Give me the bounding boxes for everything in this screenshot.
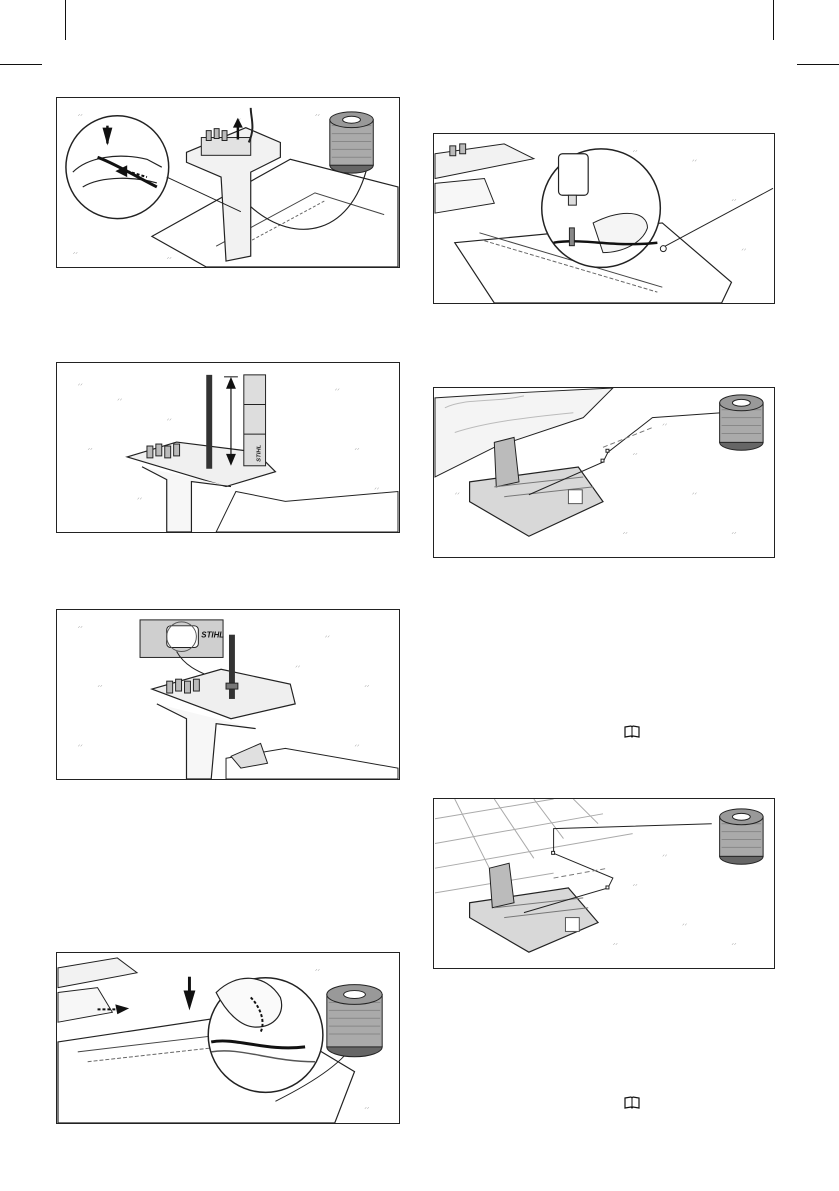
svg-text:ᐟᐟ: ᐟᐟ xyxy=(137,496,143,503)
open-book-icon xyxy=(624,1096,640,1109)
svg-text:ᐟᐟ: ᐟᐟ xyxy=(455,492,461,499)
svg-text:ᐟᐟ: ᐟᐟ xyxy=(167,417,173,424)
wire-spool-icon xyxy=(720,809,763,864)
svg-text:ᐟᐟ: ᐟᐟ xyxy=(633,452,639,459)
illustration: ᐟᐟ ᐟᐟ ᐟᐟ ᐟᐟ ᐟᐟ ᐟᐟ xyxy=(434,388,774,557)
crop-mark-top-right-h xyxy=(797,64,839,65)
svg-text:ᐟᐟ: ᐟᐟ xyxy=(78,625,84,632)
crop-mark-top-right-v xyxy=(773,0,774,40)
svg-text:ᐟᐟ: ᐟᐟ xyxy=(682,922,688,929)
svg-text:ᐟᐟ: ᐟᐟ xyxy=(335,388,341,395)
svg-text:ᐟᐟ: ᐟᐟ xyxy=(692,492,698,499)
illustration: ᐟᐟ ᐟᐟ ᐟᐟ ᐟᐟ ᐟᐟ xyxy=(434,799,774,968)
svg-text:ᐟᐟ: ᐟᐟ xyxy=(731,198,737,205)
svg-text:ᐟᐟ: ᐟᐟ xyxy=(633,883,639,890)
svg-text:ᐟᐟ: ᐟᐟ xyxy=(633,149,639,156)
crop-mark-top-left-v xyxy=(65,0,66,40)
svg-text:ᐟᐟ: ᐟᐟ xyxy=(73,251,79,258)
wire-spool-icon xyxy=(327,985,382,1057)
stihl-label-icon: STIHL xyxy=(257,444,263,461)
peg-icon xyxy=(569,228,574,246)
svg-text:ᐟᐟ: ᐟᐟ xyxy=(731,942,737,949)
arrow-right-icon xyxy=(115,1004,129,1014)
hammer-icon xyxy=(559,154,589,196)
svg-text:ᐟᐟ: ᐟᐟ xyxy=(78,113,84,120)
svg-text:ᐟᐟ: ᐟᐟ xyxy=(364,1106,370,1113)
stihl-label-icon: STIHL xyxy=(201,631,224,640)
svg-text:ᐟᐟ: ᐟᐟ xyxy=(325,635,331,642)
svg-text:ᐟᐟ: ᐟᐟ xyxy=(662,423,668,430)
svg-text:ᐟᐟ: ᐟᐟ xyxy=(355,447,361,454)
svg-text:ᐟᐟ: ᐟᐟ xyxy=(167,256,173,263)
svg-text:ᐟᐟ: ᐟᐟ xyxy=(78,383,84,390)
svg-text:ᐟᐟ: ᐟᐟ xyxy=(374,486,380,493)
svg-text:ᐟᐟ: ᐟᐟ xyxy=(692,159,698,166)
svg-text:ᐟᐟ: ᐟᐟ xyxy=(295,664,301,671)
svg-text:ᐟᐟ: ᐟᐟ xyxy=(364,684,370,691)
svg-text:ᐟᐟ: ᐟᐟ xyxy=(78,743,84,750)
svg-text:ᐟᐟ: ᐟᐟ xyxy=(741,248,747,255)
svg-text:ᐟᐟ: ᐟᐟ xyxy=(117,398,123,405)
figure-lay-wire-wall: ᐟᐟ ᐟᐟ ᐟᐟ ᐟᐟ ᐟᐟ ᐟᐟ xyxy=(433,387,775,558)
figure-wire-label: ᐟᐟ ᐟᐟ ᐟᐟ ᐟᐟ ᐟᐟ ᐟᐟ ᐟᐟ STIHL xyxy=(56,609,400,780)
svg-text:ᐟᐟ: ᐟᐟ xyxy=(623,531,629,538)
svg-text:ᐟᐟ: ᐟᐟ xyxy=(613,942,619,949)
svg-text:ᐟᐟ: ᐟᐟ xyxy=(731,531,737,538)
crop-mark-top-left-h xyxy=(0,64,42,65)
svg-text:ᐟᐟ: ᐟᐟ xyxy=(355,743,361,750)
svg-text:ᐟᐟ: ᐟᐟ xyxy=(98,684,104,691)
svg-text:ᐟᐟ: ᐟᐟ xyxy=(315,113,321,120)
svg-text:ᐟᐟ: ᐟᐟ xyxy=(662,853,668,860)
figure-lay-wire-paving: ᐟᐟ ᐟᐟ ᐟᐟ ᐟᐟ ᐟᐟ xyxy=(433,798,775,969)
svg-text:ᐟᐟ: ᐟᐟ xyxy=(88,447,94,454)
illustration: ᐟᐟ ᐟᐟ ᐟᐟ ᐟᐟ ᐟᐟ ᐟᐟ ᐟᐟ STIHL xyxy=(57,610,399,779)
wire-spool-icon xyxy=(330,112,373,173)
svg-text:ᐟᐟ: ᐟᐟ xyxy=(315,968,321,975)
wire-spool-icon xyxy=(720,395,763,450)
open-book-icon xyxy=(624,725,640,738)
